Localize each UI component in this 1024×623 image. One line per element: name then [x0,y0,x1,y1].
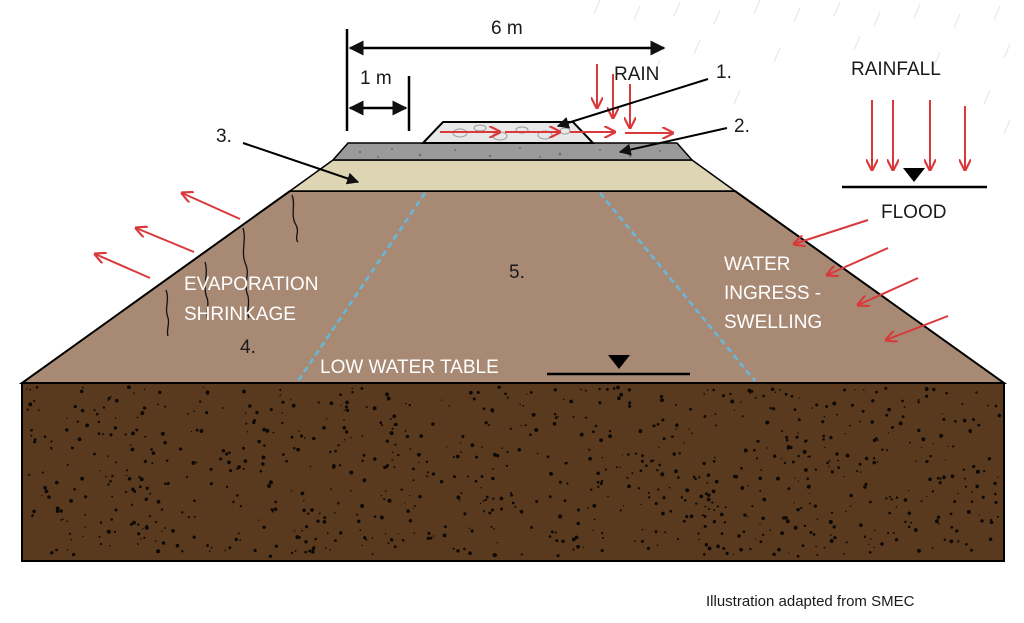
embankment-fill [18,190,1008,384]
shrinkage-cracks [165,194,299,337]
rain-streaks [593,0,1011,135]
water-table-lines [296,192,756,382]
callout-1: 1. [716,62,732,83]
callout-leaders [242,78,728,185]
water-label: WATER [724,254,791,275]
callout-3: 3. [216,126,232,147]
swelling-label: SWELLING [724,312,822,333]
low-water-table-symbol [547,355,690,376]
runoff-arrows [440,132,673,133]
callout-4: 4. [240,337,256,358]
subbase-layer [287,159,738,192]
shrinkage-label: SHRINKAGE [184,304,296,325]
callout-5: 5. [509,262,525,283]
rain-label: RAIN [614,64,659,85]
soil-speckles [26,385,1002,558]
flood-level-symbol [842,168,987,189]
low-water-table-label: LOW WATER TABLE [320,357,499,378]
width-total-label: 6 m [491,18,523,39]
credit-text: Illustration adapted from SMEC [706,593,915,610]
rain-arrows [597,64,630,128]
rainfall-arrows [872,100,965,170]
foundation-soil [21,382,1005,562]
base-course-texture [358,147,661,158]
ingress-label: INGRESS - [724,283,821,304]
water-ingress-arrows [794,219,949,340]
dimension-lines [345,29,666,131]
evaporation-arrows [95,193,241,279]
evaporation-label: EVAPORATION [184,274,318,295]
flood-label: FLOOD [881,202,946,223]
width-shoulder-label: 1 m [360,68,392,89]
callout-2: 2. [734,116,750,137]
base-course-layer [331,142,694,161]
rainfall-label: RAINFALL [851,59,941,80]
